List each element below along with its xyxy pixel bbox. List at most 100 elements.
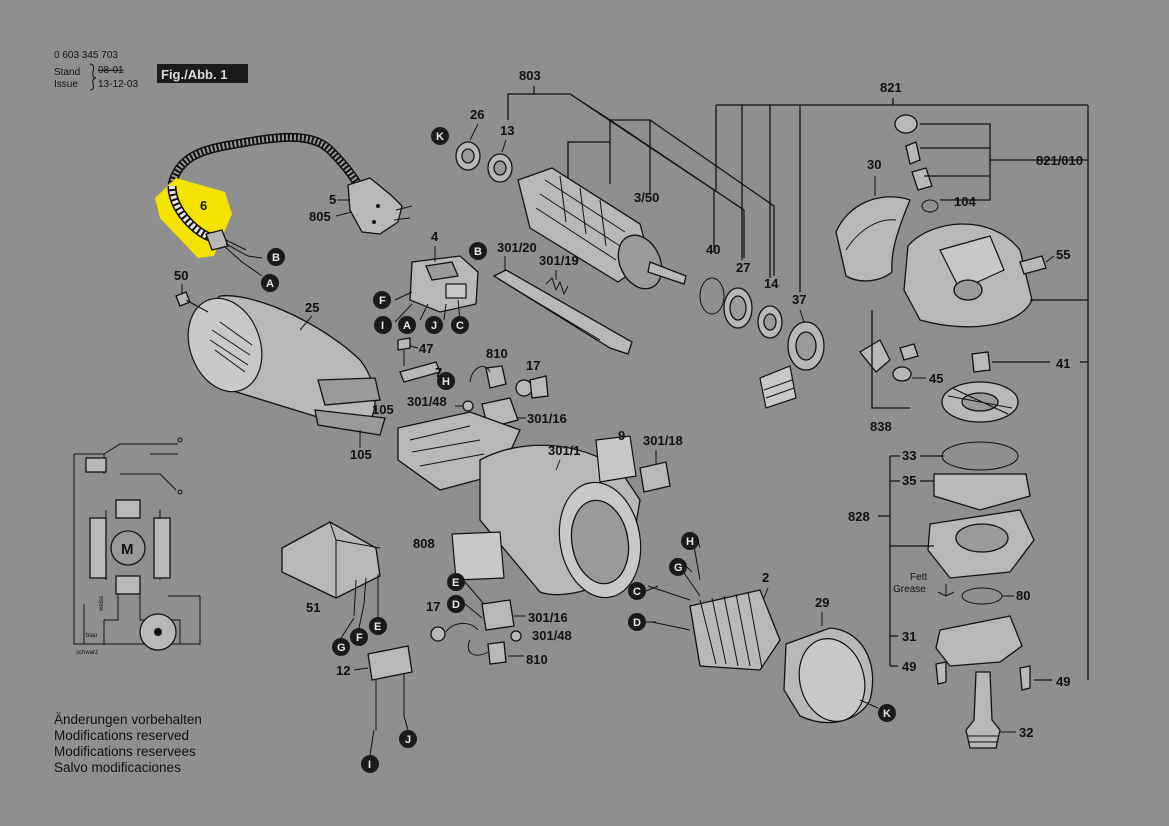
wire-weiss-label: weiss	[99, 596, 105, 612]
part-9-label: 9	[618, 428, 625, 443]
part-80-label: 80	[1016, 588, 1030, 603]
part-301-18-label: 301/18	[643, 433, 683, 448]
motor-housing-25: 25 105 105 50	[174, 268, 394, 462]
svg-text:I: I	[381, 320, 384, 332]
part-14-label: 14	[764, 276, 779, 291]
part-6-label: 6	[200, 198, 207, 213]
svg-text:C: C	[456, 320, 464, 332]
part-4-label: 4	[431, 229, 439, 244]
switch-symbol	[85, 457, 107, 473]
callout-j2: J	[399, 730, 417, 748]
svg-text:H: H	[686, 536, 694, 548]
part-29-label: 29	[815, 595, 829, 610]
callout-g1: G	[669, 558, 687, 576]
svg-text:H: H	[442, 376, 450, 388]
callout-h1: H	[437, 372, 455, 390]
motor-label: M	[121, 541, 134, 558]
part-301-48a-label: 301/48	[407, 394, 447, 409]
part-49b-label: 49	[1056, 674, 1070, 689]
svg-text:F: F	[356, 632, 363, 644]
note-de: Änderungen vorbehalten	[54, 712, 202, 727]
part-821-label: 821	[880, 80, 902, 95]
svg-text:I: I	[368, 759, 371, 771]
part-803-label: 803	[519, 68, 541, 83]
svg-text:E: E	[452, 577, 459, 589]
fett-label: Fett	[910, 572, 927, 583]
part-12-label: 12	[336, 663, 350, 678]
part-805-label: 805	[309, 209, 331, 224]
svg-text:C: C	[633, 586, 641, 598]
callout-f2: F	[350, 628, 368, 646]
callout-c2: C	[628, 582, 646, 600]
note-fr: Modifications reservees	[54, 744, 196, 759]
part-17a-label: 17	[526, 358, 540, 373]
callout-a1: A	[261, 274, 279, 292]
svg-text:D: D	[633, 617, 641, 629]
brush-holder-upper: 810 17 301/48 301/16	[407, 346, 567, 429]
callout-b1: B	[267, 248, 285, 266]
callout-h2: H	[681, 532, 699, 550]
callout-d2: D	[447, 595, 465, 613]
part-32-label: 32	[1019, 725, 1033, 740]
part-301-20-label: 301/20	[497, 240, 537, 255]
part-301-16b-label: 301/16	[528, 610, 568, 625]
part-13-label: 13	[500, 123, 514, 138]
callout-j1: J	[425, 316, 443, 334]
part-810b-label: 810	[526, 652, 548, 667]
svg-text:K: K	[436, 131, 444, 143]
part-808-label: 808	[413, 536, 435, 551]
note-en: Modifications reserved	[54, 728, 189, 743]
part-810a-label: 810	[486, 346, 508, 361]
part-301-1-label: 301/1	[548, 443, 581, 458]
guard-assembly-821: 821 30 821/010 104 55	[835, 80, 1089, 680]
part-17b-label: 17	[426, 599, 440, 614]
callout-k2: K	[878, 704, 896, 722]
part-37-label: 37	[792, 292, 806, 307]
svg-text:D: D	[452, 599, 460, 611]
callout-d1: D	[628, 613, 646, 631]
part-105b-label: 105	[350, 447, 372, 462]
note-es: Salvo modificaciones	[54, 760, 181, 775]
part-33-label: 33	[902, 448, 916, 463]
part-301-19-label: 301/19	[539, 253, 579, 268]
part-30-label: 30	[867, 157, 881, 172]
doc-number: 0 603 345 703	[54, 50, 118, 61]
part-25-label: 25	[305, 300, 319, 315]
part-49a-label: 49	[902, 659, 916, 674]
plug-805	[347, 177, 403, 235]
part-55-label: 55	[1056, 247, 1070, 262]
part-27-label: 27	[736, 260, 750, 275]
field-winding-left	[89, 517, 107, 579]
callout-c1: C	[451, 316, 469, 334]
stand-label: Stand	[54, 67, 80, 78]
svg-text:A: A	[266, 278, 274, 290]
fig-label: Fig./Abb. 1	[161, 67, 227, 82]
power-cord-assembly: 6 5 805	[155, 132, 413, 277]
part-5-label: 5	[329, 192, 336, 207]
switch-assembly-4: 4 301/20 301/19 47 7	[394, 229, 633, 383]
wiring-schematic: M blau schwarz weiss	[73, 437, 201, 656]
part-828-label: 828	[848, 509, 870, 524]
callout-a2: A	[398, 316, 416, 334]
motor-symbol	[110, 530, 146, 566]
field-and-guide: 2 29 808	[413, 531, 874, 724]
wire-blau-label: blau	[86, 633, 97, 639]
part-41-label: 41	[1056, 356, 1070, 371]
part-301-48b-label: 301/48	[532, 628, 572, 643]
svg-text:G: G	[337, 642, 346, 654]
part-105a-label: 105	[372, 402, 394, 417]
svg-text:F: F	[379, 295, 386, 307]
fig-label-box	[157, 64, 248, 83]
callouts: K B A B F I A J C H H G C D G F E E D J …	[261, 127, 896, 773]
date-brace	[89, 63, 97, 91]
callout-f1: F	[373, 291, 391, 309]
svg-text:A: A	[403, 320, 411, 332]
svg-text:E: E	[374, 621, 381, 633]
callout-e2: E	[447, 573, 465, 591]
part-31-label: 31	[902, 629, 916, 644]
svg-text:J: J	[405, 734, 411, 746]
stand-date: 08-01	[98, 65, 124, 76]
svg-text:J: J	[431, 320, 437, 332]
callout-e1: E	[369, 617, 387, 635]
